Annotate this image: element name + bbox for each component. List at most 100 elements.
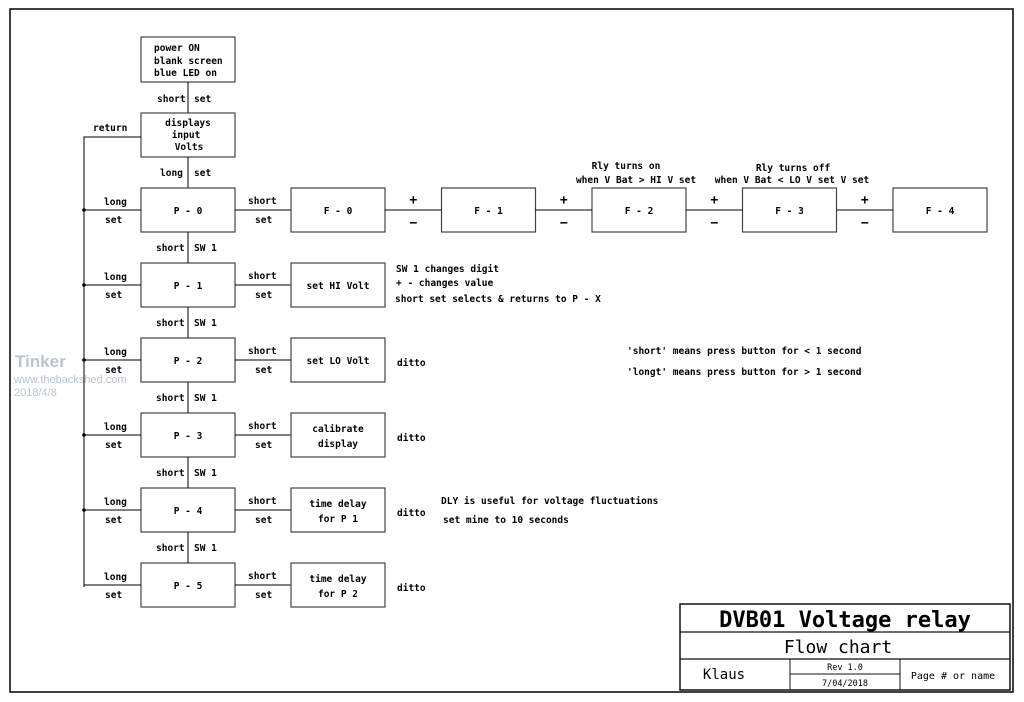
- parameter-link-right: SW 1: [194, 243, 217, 254]
- parameter-box-3[interactable]: P - 3: [140, 412, 236, 458]
- left-link-top-label: long: [104, 272, 127, 283]
- left-link-top-label: long: [104, 572, 127, 583]
- setting-box-line: for P 1: [318, 514, 358, 525]
- junction-dot: [82, 208, 86, 212]
- setting-box-line: set LO Volt: [307, 356, 370, 367]
- right-link-bottom-label: set: [255, 365, 272, 376]
- right-link-bottom-label: set: [255, 440, 272, 451]
- junction-dot: [82, 508, 86, 512]
- watermark-date: 2018/4/8: [14, 387, 57, 399]
- left-link-bottom-label: set: [105, 290, 122, 301]
- setting-box-1[interactable]: set HI Volt: [290, 262, 386, 308]
- left-link-top-label: long: [104, 197, 127, 208]
- parameter-box-5[interactable]: P - 5: [140, 562, 236, 608]
- setting-box-4[interactable]: time delay for P 1: [290, 487, 386, 533]
- return-bus-line: [83, 136, 141, 587]
- function-box-label: F - 3: [775, 206, 804, 217]
- right-link-top-label: short: [248, 496, 277, 507]
- drawing-frame: [9, 8, 1014, 693]
- parameter-link-right: SW 1: [194, 393, 217, 404]
- f3-note: Rly turns off when V Bat < LO V set V se…: [715, 163, 869, 186]
- function-box-label: F - 0: [324, 206, 353, 217]
- p1-notes: SW 1 changes digit + - changes value sho…: [395, 264, 601, 305]
- title-block-title: DVB01 Voltage relay: [719, 608, 971, 633]
- plus-label: +: [560, 193, 568, 208]
- plus-label: +: [861, 193, 869, 208]
- right-link-top-label: short: [248, 421, 277, 432]
- minus-label: −: [409, 216, 417, 231]
- parameter-link-left: short: [156, 243, 185, 254]
- parameter-link-right: SW 1: [194, 543, 217, 554]
- title-block: DVB01 Voltage relay Flow chart Klaus Rev…: [679, 603, 1011, 691]
- left-link-top-label: long: [104, 422, 127, 433]
- setting-note: ditto: [397, 508, 426, 519]
- parameter-box-0[interactable]: P - 0: [140, 187, 236, 233]
- watermark: Tinker www.thebackshed.com 2018/4/8: [13, 352, 127, 399]
- f2-note-line: Rly turns on: [592, 161, 661, 172]
- left-link-bottom-label: set: [105, 515, 122, 526]
- parameter-box-frame: [140, 562, 236, 608]
- f3-note-line: when V Bat < LO V set V set: [715, 175, 869, 186]
- f2-note: Rly turns on when V Bat > HI V set: [576, 161, 696, 186]
- display-box[interactable]: displays input Volts: [140, 112, 236, 158]
- p4-note-line: DLY is useful for voltage fluctuations: [441, 496, 658, 507]
- parameter-box-2[interactable]: P - 2: [140, 337, 236, 383]
- f2-note-line: when V Bat > HI V set: [576, 175, 696, 186]
- parameter-link-right: SW 1: [194, 468, 217, 479]
- parameter-box-label: P - 2: [174, 356, 203, 367]
- function-box-frame: [892, 187, 988, 233]
- parameter-link-right: SW 1: [194, 318, 217, 329]
- right-link-top-label: short: [248, 271, 277, 282]
- setting-box-2[interactable]: set LO Volt: [290, 337, 386, 383]
- setting-note: ditto: [397, 358, 426, 369]
- setting-box-line: time delay: [309, 574, 366, 585]
- parameter-box-1[interactable]: P - 1: [140, 262, 236, 308]
- setting-box-frame: [290, 562, 386, 608]
- function-box-frame: [290, 187, 386, 233]
- parameter-link-left: short: [156, 393, 185, 404]
- setting-box-frame: [290, 337, 386, 383]
- settings-column: set HI Volt set LO Volt ditto calibratedisp…: [290, 262, 426, 608]
- parameter-column: P - 0 long set short set P - 1 long set short set…: [82, 187, 291, 608]
- parameter-box-label: P - 4: [174, 506, 203, 517]
- left-link-bottom-label: set: [105, 590, 122, 601]
- setting-box-line: set HI Volt: [307, 281, 370, 292]
- title-block-date: 7/04/2018: [822, 679, 868, 689]
- legend-note-long: 'longt' means press button for > 1 secon…: [627, 367, 862, 378]
- plus-label: +: [409, 193, 417, 208]
- display-box-line: displays: [165, 118, 211, 129]
- parameter-box-label: P - 0: [174, 206, 203, 217]
- title-block-rev: Rev 1.0: [827, 663, 863, 673]
- right-link-top-label: short: [248, 346, 277, 357]
- setting-box-line: time delay: [309, 499, 366, 510]
- watermark-name: Tinker: [15, 352, 66, 371]
- start-box[interactable]: power ON blank screen blue LED on: [140, 36, 236, 83]
- right-link-bottom-label: set: [255, 215, 272, 226]
- display-link-right: set: [194, 168, 211, 179]
- start-box-line: power ON: [154, 43, 200, 54]
- left-link-bottom-label: set: [105, 215, 122, 226]
- plus-label: +: [710, 193, 718, 208]
- function-box-2[interactable]: F - 2: [591, 187, 687, 233]
- p4-notes: DLY is useful for voltage fluctuations s…: [441, 496, 658, 526]
- start-link-right: set: [194, 94, 211, 105]
- parameter-box-4[interactable]: P - 4: [140, 487, 236, 533]
- function-box-label: F - 4: [926, 206, 955, 217]
- left-link-bottom-label: set: [105, 440, 122, 451]
- function-box-0[interactable]: F - 0: [290, 187, 386, 233]
- junction-dot: [82, 433, 86, 437]
- function-box-1[interactable]: F - 1: [440, 187, 537, 233]
- function-box-frame: [741, 187, 838, 233]
- parameter-link-left: short: [156, 468, 185, 479]
- f3-note-line: Rly turns off: [756, 163, 831, 174]
- title-block-subtitle: Flow chart: [784, 637, 892, 658]
- function-box-4[interactable]: F - 4: [892, 187, 988, 233]
- display-box-line: Volts: [175, 142, 204, 153]
- junction-dot: [82, 358, 86, 362]
- function-box-3[interactable]: F - 3: [741, 187, 838, 233]
- p1-note-line: SW 1 changes digit: [396, 264, 499, 275]
- legend-note-short: 'short' means press button for < 1 secon…: [627, 346, 862, 357]
